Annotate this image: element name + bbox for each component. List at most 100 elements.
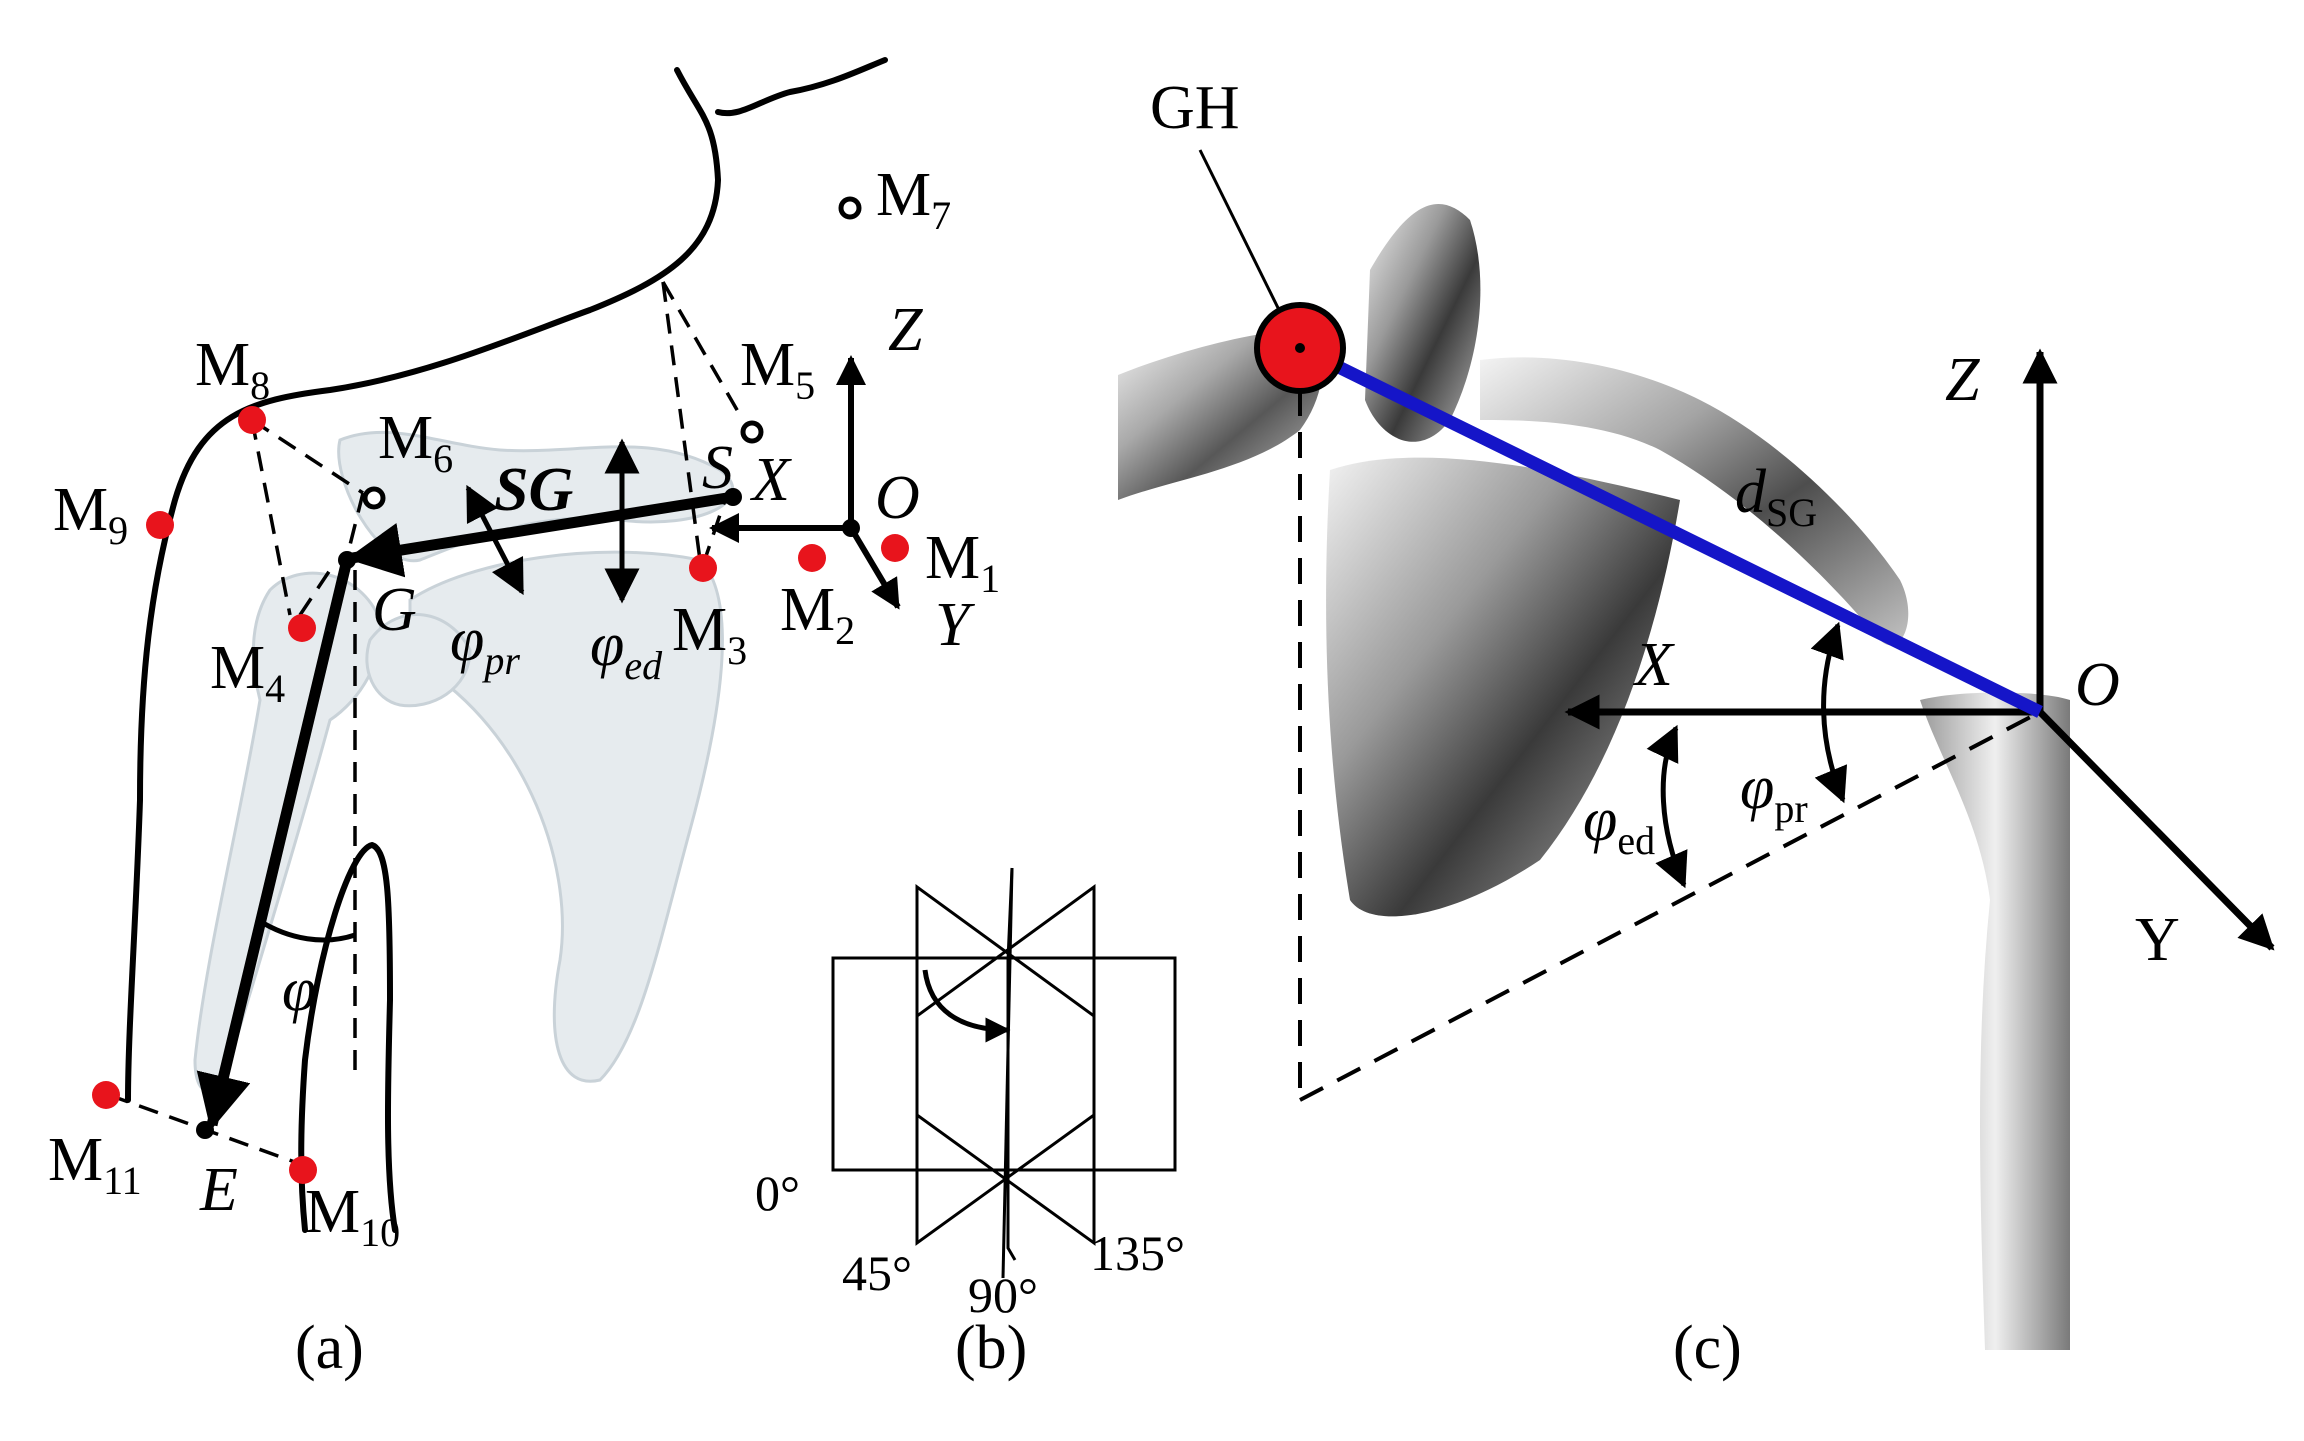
y-axis-a (848, 526, 901, 610)
marker-m7 (838, 196, 862, 220)
pr-double-arrow (465, 484, 525, 596)
s-neck-line-2 (661, 281, 742, 416)
label-o-a: O (875, 464, 920, 532)
marker-m11 (92, 1081, 120, 1109)
label-phi-ed-a: φed (590, 611, 663, 688)
label-m4: M4 (210, 634, 285, 711)
point-s (724, 488, 742, 506)
point-o (842, 519, 860, 537)
panel-a: M7 M5 M8 M6 M9 M1 M2 M3 M4 M11 M10 Z X Y… (48, 57, 1000, 1382)
plane-diagram (831, 867, 1177, 1279)
label-plane-90: 90° (968, 1267, 1038, 1323)
label-sg-vector: SG (494, 456, 573, 524)
scapula-bone (408, 550, 724, 1083)
glenoid-bone (365, 613, 472, 708)
sternum-render (1920, 692, 2070, 1350)
arm-inner-outline (298, 842, 398, 1233)
m8-m4-line (250, 419, 292, 616)
s-neck-line-1 (661, 281, 702, 561)
plane-rotation-arrow (922, 969, 1011, 1043)
label-m9: M9 (53, 476, 128, 553)
angle-arrows-a (256, 438, 640, 943)
shoulder-bones (193, 430, 735, 1092)
label-y-c: Y (2135, 906, 2180, 974)
label-o-c: O (2075, 651, 2120, 719)
caption-b: (b) (955, 1314, 1027, 1382)
marker-m5 (740, 420, 764, 444)
point-g (338, 551, 356, 569)
caption-a: (a) (295, 1314, 364, 1382)
labels-c: GH Z X Y O dSG φpr φed (c) (1150, 74, 2180, 1382)
marker-m10 (289, 1156, 317, 1184)
frame-c (1564, 348, 2275, 951)
labels-a: M7 M5 M8 M6 M9 M1 M2 M3 M4 M11 M10 Z X Y… (48, 161, 1000, 1382)
label-gh: GH (1150, 74, 1240, 142)
acromion-render (1365, 204, 1481, 442)
label-s: S (702, 434, 733, 502)
label-z-c: Z (1945, 346, 1980, 414)
label-phi-pr-c: φpr (1740, 754, 1808, 831)
sg-vector (346, 491, 734, 578)
label-m7: M7 (876, 161, 951, 238)
label-m2: M2 (780, 576, 855, 653)
label-m6: M6 (378, 404, 453, 481)
ed-angle-arc (1646, 724, 1688, 889)
gh-leader-line (1198, 149, 1285, 319)
label-m5: M5 (740, 331, 815, 408)
marker-m6 (362, 486, 386, 510)
neck-outline (715, 57, 888, 117)
plane-0deg (831, 956, 1177, 1172)
label-y-a: Y (935, 591, 975, 659)
label-e: E (199, 1156, 238, 1224)
scapula-render (1326, 457, 1680, 917)
m8-m6-line (251, 418, 364, 495)
label-x-c: X (1632, 631, 1675, 699)
body-outline (125, 57, 888, 1233)
label-g: G (372, 576, 417, 644)
label-phi-elev: φ (282, 956, 316, 1024)
label-phi-pr-a: φpr (450, 606, 520, 683)
plane-vertical-axis (1001, 867, 1014, 1279)
label-m3: M3 (672, 596, 747, 673)
frame-a (709, 355, 901, 610)
sg-vector-c (1297, 342, 2043, 718)
construction-lines (108, 281, 742, 1167)
panel-b: 0° 45° 90° 135° (b) (755, 867, 1185, 1382)
label-z-a: Z (888, 296, 923, 364)
angle-arcs-c (1646, 621, 1848, 889)
projection-lines (1298, 348, 2041, 1102)
gh-center-dot (1295, 343, 1305, 353)
elevation-arc (256, 917, 356, 943)
label-plane-45: 45° (842, 1245, 912, 1301)
caption-c: (c) (1673, 1314, 1742, 1382)
joint-points-a (196, 488, 860, 1139)
humerus-vector (196, 558, 353, 1131)
label-m11: M11 (48, 1126, 142, 1203)
marker-m4 (288, 614, 316, 642)
marker-m1 (881, 534, 909, 562)
marker-m8 (238, 406, 266, 434)
label-x-a: X (749, 446, 792, 514)
open-markers (362, 196, 862, 510)
m4-g-line (298, 569, 332, 616)
label-phi-ed-c: φed (1583, 786, 1655, 863)
vectors-a (196, 491, 734, 1131)
marker-m3 (689, 554, 717, 582)
pr-angle-arc (1810, 621, 1848, 804)
marker-m9 (146, 511, 174, 539)
y-axis-c (2037, 709, 2275, 951)
torso-outline (125, 67, 721, 1103)
floor-diagonal-line (1299, 710, 2041, 1102)
marker-m2 (798, 544, 826, 572)
label-plane-135: 135° (1090, 1225, 1185, 1281)
label-m10: M10 (305, 1178, 400, 1255)
point-e (196, 1121, 214, 1139)
label-plane-0: 0° (755, 1165, 800, 1221)
label-d-sg: dSG (1735, 458, 1817, 535)
label-m1: M1 (925, 524, 1000, 601)
panel-c: GH Z X Y O dSG φpr φed (c) (1118, 74, 2275, 1382)
coracoid-render (1480, 357, 1909, 646)
label-m8: M8 (195, 331, 270, 408)
shoulder-render (1118, 204, 2070, 1350)
